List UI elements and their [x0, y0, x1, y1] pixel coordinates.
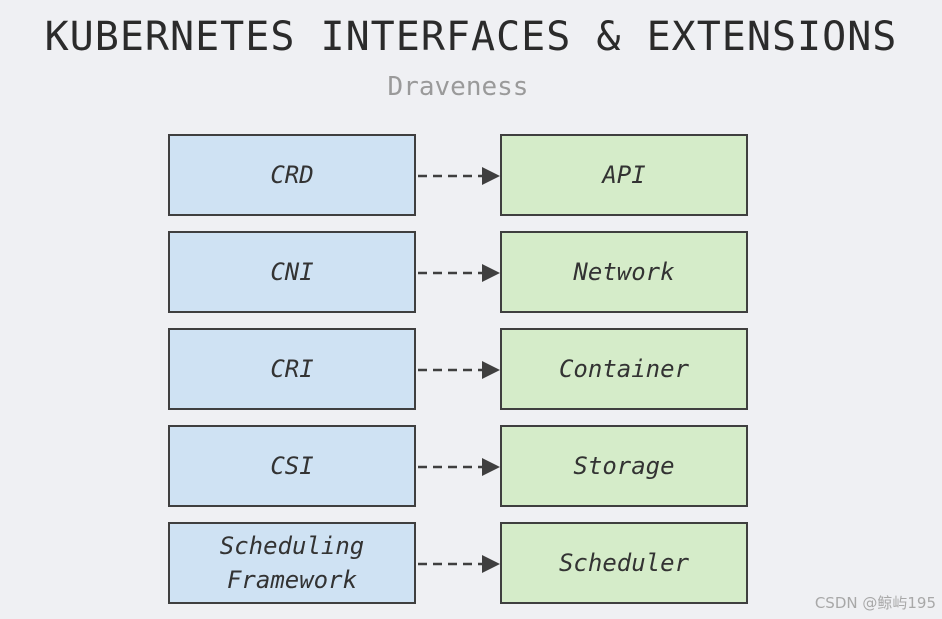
- target-box-network: Network: [500, 231, 748, 313]
- interface-label-cri: CRI: [270, 355, 314, 383]
- arrow-icon: [418, 167, 500, 185]
- arrow-icon: [418, 264, 500, 282]
- arrow-icon: [418, 361, 500, 379]
- interface-box-scheduling-framework: Scheduling Framework: [168, 522, 416, 604]
- row-scheduling-framework: Scheduling Framework Scheduler: [168, 522, 748, 604]
- arrow-icon: [418, 458, 500, 476]
- row-csi: CSI Storage: [168, 425, 748, 507]
- target-label-api: API: [602, 161, 646, 189]
- arrow-icon: [418, 555, 500, 573]
- target-box-container: Container: [500, 328, 748, 410]
- target-box-storage: Storage: [500, 425, 748, 507]
- row-cri: CRI Container: [168, 328, 748, 410]
- interface-box-cni: CNI: [168, 231, 416, 313]
- target-label-network: Network: [573, 258, 675, 286]
- diagram-title: KUBERNETES INTERFACES & EXTENSIONS: [44, 14, 898, 60]
- target-label-container: Container: [558, 355, 690, 383]
- row-cni: CNI Network: [168, 231, 748, 313]
- target-box-scheduler: Scheduler: [500, 522, 748, 604]
- interface-label-crd: CRD: [270, 161, 314, 189]
- interface-box-csi: CSI: [168, 425, 416, 507]
- interface-label-cni: CNI: [270, 258, 314, 286]
- interface-box-crd: CRD: [168, 134, 416, 216]
- interface-box-cri: CRI: [168, 328, 416, 410]
- interface-label-scheduling-framework: Scheduling Framework: [219, 532, 365, 594]
- diagram-subtitle: Draveness: [387, 72, 529, 102]
- interface-label-csi: CSI: [270, 452, 314, 480]
- watermark: CSDN @鲸屿195: [814, 594, 936, 612]
- target-label-storage: Storage: [573, 452, 675, 480]
- target-label-scheduler: Scheduler: [558, 549, 690, 577]
- target-box-api: API: [500, 134, 748, 216]
- row-crd: CRD API: [168, 134, 748, 216]
